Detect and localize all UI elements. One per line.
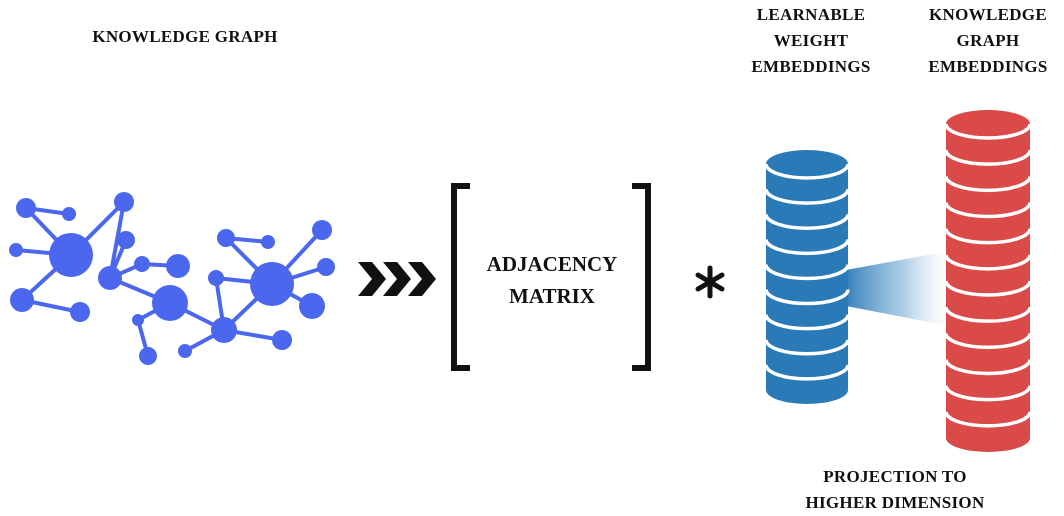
matrix-brackets <box>451 183 651 371</box>
title-line: PROJECTION TO <box>823 467 967 486</box>
disc-separator <box>764 213 850 230</box>
disc-separator <box>944 149 1032 166</box>
disc-separator <box>764 339 850 356</box>
cylinder-top <box>946 110 1030 138</box>
matrix-label-line: ADJACENCY <box>486 252 618 276</box>
disc-separator <box>764 364 850 381</box>
disc-separator <box>764 188 850 205</box>
cylinder-top <box>766 150 848 178</box>
projection-beam <box>846 252 944 325</box>
graph-node <box>49 233 93 277</box>
right-bracket <box>632 183 651 371</box>
knowledge-graph <box>9 192 335 365</box>
graph-node <box>250 262 294 306</box>
graph-node <box>261 235 275 249</box>
graph-node <box>312 220 332 240</box>
title-line: EMBEDDINGS <box>751 57 871 76</box>
disc-separator <box>944 411 1032 428</box>
graph-node <box>217 229 235 247</box>
adjacency-matrix-label: ADJACENCY MATRIX <box>462 248 642 312</box>
title-line: HIGHER DIMENSION <box>805 493 985 512</box>
knowledge-graph-embeddings-title: KNOWLEDGE GRAPH EMBEDDINGS <box>898 2 1064 80</box>
disc-separator <box>944 228 1032 245</box>
graph-node <box>211 317 237 343</box>
triple-chevron-right-icon <box>358 262 436 296</box>
graph-node <box>317 258 335 276</box>
graph-node <box>152 285 188 321</box>
knowledge-graph-title: KNOWLEDGE GRAPH <box>92 27 278 46</box>
graph-node <box>299 293 325 319</box>
disc-separator <box>944 280 1032 297</box>
cylinder-body <box>946 124 1030 452</box>
matrix-label-line: MATRIX <box>509 284 595 308</box>
graph-embedding-cylinder <box>944 110 1032 452</box>
title-line: EMBEDDINGS <box>928 57 1048 76</box>
disc-separator <box>944 306 1032 323</box>
disc-separator <box>944 176 1032 193</box>
graph-node <box>10 288 34 312</box>
left-bracket <box>451 183 470 371</box>
disc-separator <box>764 289 850 306</box>
title-line: WEIGHT <box>773 31 849 50</box>
disc-separator <box>764 314 850 331</box>
graph-node <box>134 256 150 272</box>
title-line: KNOWLEDGE <box>929 5 1047 24</box>
disc-separator <box>764 264 850 281</box>
disc-separator <box>944 254 1032 271</box>
graph-node <box>9 243 23 257</box>
cylinder-top-rim <box>944 123 1032 140</box>
disc-separator <box>764 239 850 256</box>
graph-node <box>117 231 135 249</box>
projection-label: PROJECTION TO HIGHER DIMENSION <box>760 464 1030 516</box>
graph-node <box>132 314 144 326</box>
graph-node <box>114 192 134 212</box>
title-line: GRAPH <box>956 31 1020 50</box>
disc-separator <box>944 385 1032 402</box>
disc-separator <box>944 359 1032 376</box>
asterisk-icon <box>695 265 725 299</box>
graph-node <box>166 254 190 278</box>
weight-embedding-cylinder <box>764 150 850 404</box>
cylinder-body <box>766 164 848 404</box>
graph-node <box>139 347 157 365</box>
graph-node <box>178 344 192 358</box>
learnable-weight-embeddings-title: LEARNABLE WEIGHT EMBEDDINGS <box>716 2 906 80</box>
disc-separator <box>944 202 1032 219</box>
graph-node <box>208 270 224 286</box>
graph-node <box>62 207 76 221</box>
disc-separator <box>944 333 1032 350</box>
graph-node <box>16 198 36 218</box>
graph-node <box>98 266 122 290</box>
graph-node <box>272 330 292 350</box>
cylinder-top-rim <box>764 163 850 180</box>
title-line: LEARNABLE <box>756 5 866 24</box>
graph-node <box>70 302 90 322</box>
